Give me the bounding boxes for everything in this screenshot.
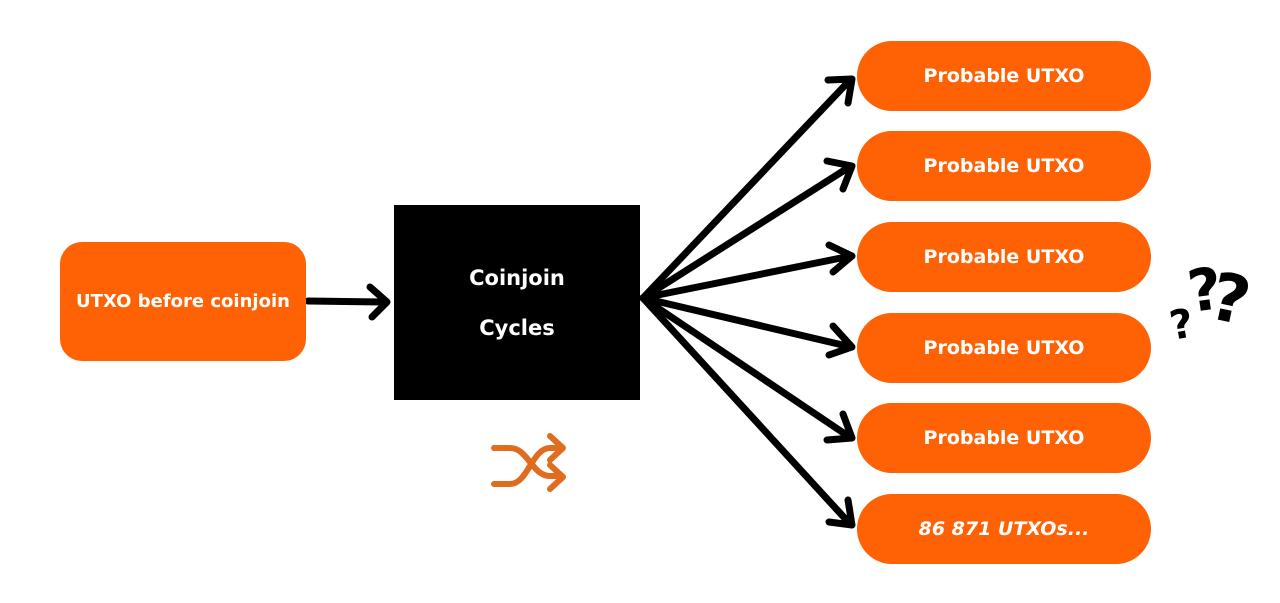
output-arrow-6 (639, 294, 856, 529)
output-arrow-2 (639, 157, 856, 302)
output-utxo: Probable UTXO (857, 313, 1151, 383)
output-arrow-4 (639, 294, 856, 359)
source-utxo-label: UTXO before coinjoin (76, 291, 290, 312)
output-utxo-label: Probable UTXO (923, 65, 1085, 87)
coinjoin-label-line1: Coinjoin (469, 265, 565, 290)
coinjoin-box: Coinjoin Cycles (394, 205, 640, 400)
output-utxo-label: Probable UTXO (923, 246, 1085, 268)
output-arrow-5 (639, 294, 856, 444)
output-arrow-3 (639, 241, 856, 302)
svg-text:?: ? (1183, 254, 1226, 326)
svg-text:?: ? (1166, 300, 1197, 349)
output-utxo-label: Probable UTXO (923, 427, 1085, 449)
output-utxo: Probable UTXO (857, 222, 1151, 292)
output-utxo: Probable UTXO (857, 131, 1151, 201)
output-utxo-label: Probable UTXO (923, 337, 1085, 359)
output-utxo-label: Probable UTXO (923, 155, 1085, 177)
source-utxo: UTXO before coinjoin (60, 242, 306, 361)
input-arrow (304, 283, 391, 321)
output-utxo-count: 86 871 UTXOs... (857, 494, 1151, 564)
output-utxo: Probable UTXO (857, 403, 1151, 473)
coinjoin-label-line2: Cycles (479, 315, 555, 340)
output-utxo: Probable UTXO (857, 41, 1151, 111)
output-arrow-1 (639, 75, 856, 302)
output-utxo-count-label: 86 871 UTXOs... (918, 518, 1090, 540)
svg-text:?: ? (1203, 258, 1256, 341)
